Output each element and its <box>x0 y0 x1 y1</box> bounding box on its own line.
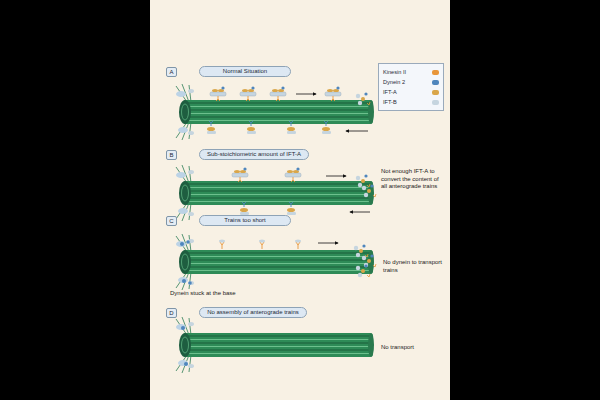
legend-row: IFT-B <box>383 97 439 107</box>
panel-title: Trains too short <box>224 217 265 224</box>
note-text: No transport <box>381 344 441 352</box>
legend-text: Dynein 2 <box>383 79 405 85</box>
legend-swatch <box>432 90 439 95</box>
note-text: Not enough IFT-A to convert the content … <box>381 168 445 191</box>
panel-letter: B <box>170 152 174 159</box>
legend-text: Kinesin II <box>383 69 406 75</box>
panel-title: Normal Situation <box>223 68 267 75</box>
panel-letter-box: B <box>166 150 177 160</box>
panel-letter: A <box>170 69 174 76</box>
panel-letter-box: C <box>166 216 177 226</box>
legend-swatch <box>432 100 439 105</box>
panel-letter: C <box>169 218 173 225</box>
panel-title-pill: Sub-stoichiometric amount of IFT-A <box>199 149 309 160</box>
panel-letter-box: A <box>166 67 177 77</box>
legend-row: Dynein 2 <box>383 77 439 87</box>
panel-title-pill: Trains too short <box>199 215 291 226</box>
legend-box: Kinesin II Dynein 2 IFT-A IFT-B <box>378 63 444 111</box>
legend-row: Kinesin II <box>383 67 439 77</box>
panel-title-pill: Normal Situation <box>199 66 291 77</box>
annotation-text: Dynein stuck at the base <box>170 290 280 298</box>
legend-text: IFT-B <box>383 99 397 105</box>
panel-title: No assembly of anterograde trains <box>207 309 299 316</box>
panel-letter: D <box>169 310 173 317</box>
legend-swatch <box>432 80 439 85</box>
panel-title-pill: No assembly of anterograde trains <box>199 307 307 318</box>
panel-title: Sub-stoichiometric amount of IFT-A <box>207 151 301 158</box>
note-text: No dynein to transport trains <box>383 259 443 274</box>
legend-row: IFT-A <box>383 87 439 97</box>
panel-letter-box: D <box>166 308 177 318</box>
legend-text: IFT-A <box>383 89 397 95</box>
legend-swatch <box>432 70 439 75</box>
